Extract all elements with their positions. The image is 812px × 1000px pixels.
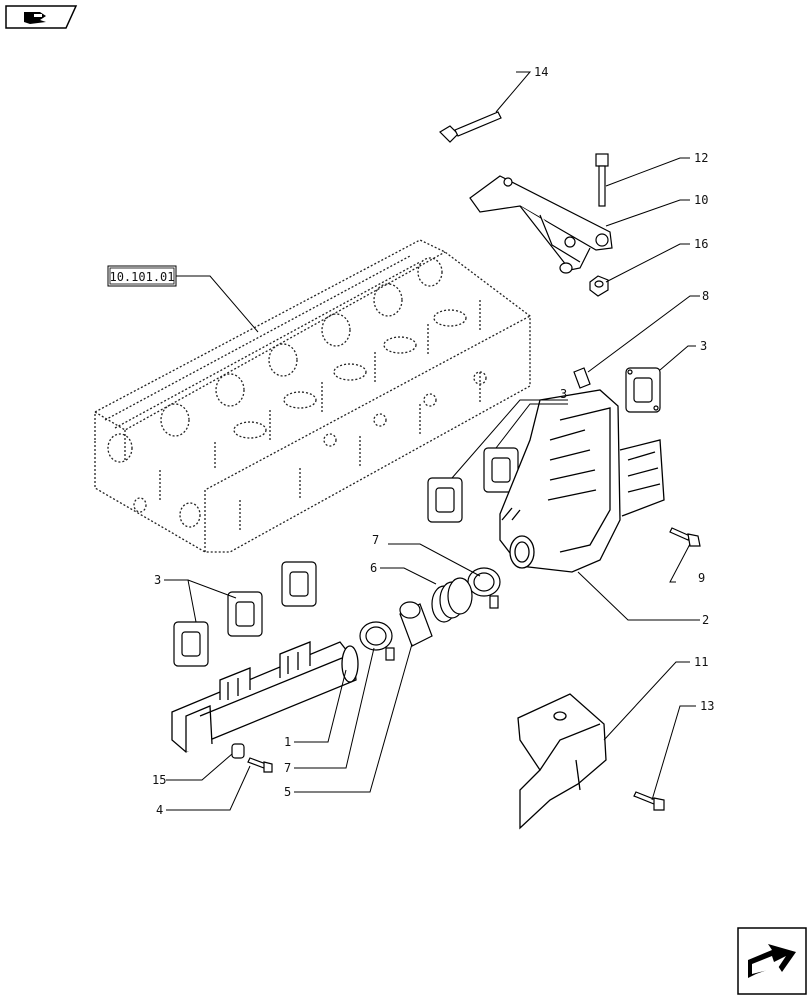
part-bolt-9 (669, 527, 701, 547)
part-bolt-14 (439, 111, 502, 143)
part-gasket-3-left-a (173, 621, 209, 667)
cylinder-head-reference (94, 239, 531, 553)
part-gasket-3-middle-a (427, 477, 463, 523)
part-bolt-4 (247, 757, 273, 773)
callout-labels: 14 12 10 16 8 3 3 3 7 6 9 2 1 7 5 15 4 1… (152, 65, 714, 817)
callout-3-right[interactable]: 3 (700, 339, 707, 353)
part-heat-shield-11 (517, 693, 607, 830)
callout-11[interactable]: 11 (694, 655, 708, 669)
reference-label-box[interactable]: 10.101.01 (107, 265, 177, 287)
callout-7-lower[interactable]: 7 (284, 761, 291, 775)
part-bracket-10 (469, 175, 613, 274)
part-sleeve-5 (399, 601, 433, 647)
callout-1[interactable]: 1 (284, 735, 291, 749)
leader-lines (164, 71, 700, 811)
part-bellows-6 (431, 577, 473, 623)
pointing-hand-icon (24, 12, 46, 24)
back-nav-button[interactable] (5, 5, 78, 29)
part-gasket-3-left-b (227, 591, 263, 637)
reference-label: 10.101.01 (109, 270, 174, 284)
part-spacer-15 (231, 743, 245, 759)
part-stud-8 (573, 367, 591, 389)
part-gasket-3-left-c (281, 561, 317, 607)
part-nut-16 (589, 275, 609, 297)
callout-4[interactable]: 4 (156, 803, 163, 817)
part-manifold-2 (499, 389, 665, 573)
callout-3-left[interactable]: 3 (154, 573, 161, 587)
callout-3-middle[interactable]: 3 (560, 387, 567, 401)
callout-13[interactable]: 13 (700, 699, 714, 713)
part-gasket-3-middle-b (483, 447, 519, 493)
callout-12[interactable]: 12 (694, 151, 708, 165)
callout-7-upper[interactable]: 7 (372, 533, 379, 547)
callout-9[interactable]: 9 (698, 571, 705, 585)
callout-15[interactable]: 15 (152, 773, 166, 787)
part-bolt-12 (595, 153, 609, 207)
next-page-arrow-icon (748, 944, 796, 978)
next-page-button[interactable] (737, 927, 807, 995)
callout-16[interactable]: 16 (694, 237, 708, 251)
part-gasket-3-right (625, 367, 661, 413)
callout-14[interactable]: 14 (534, 65, 548, 79)
part-exhaust-manifold-1 (171, 641, 359, 753)
callout-2[interactable]: 2 (702, 613, 709, 627)
part-clamp-7-lower (359, 621, 395, 661)
part-bolt-13 (633, 791, 665, 811)
callout-10[interactable]: 10 (694, 193, 708, 207)
callout-8[interactable]: 8 (702, 289, 709, 303)
callout-6[interactable]: 6 (370, 561, 377, 575)
part-clamp-7-upper (467, 567, 501, 609)
callout-5[interactable]: 5 (284, 785, 291, 799)
